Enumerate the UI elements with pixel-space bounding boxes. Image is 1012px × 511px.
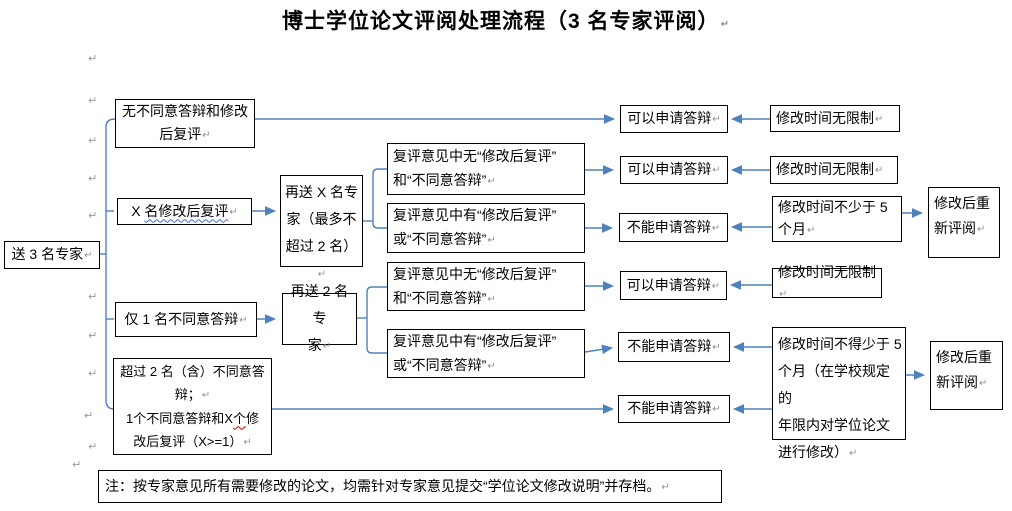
connector-main-bracket [105, 118, 615, 414]
node-time-unlimited-2: 修改时间无限制↵ [770, 156, 898, 184]
paragraph-mark: ↵ [84, 250, 93, 261]
paragraph-mark: ↵ [720, 19, 730, 30]
node-result-cannot-defend-1: 不能申请答辩↵ [619, 213, 728, 242]
paragraph-mark: ↵ [875, 165, 884, 176]
grammar-squiggle: 名修改后复评 [144, 202, 229, 219]
paragraph-mark: ↵ [88, 210, 98, 222]
node-time-min-5-months: 修改时间不少于 5 个月↵ [772, 196, 902, 242]
connector-resendx-up [372, 168, 387, 221]
node-recheck-has-keywords-b: 复评意见中有“修改后复评” 或“不同意答辩”↵ [387, 329, 585, 378]
node-rereview-after-revision-bottom: 修改后重 新评阅↵ [930, 341, 1003, 410]
node-result-cannot-defend-3: 不能申请答辩↵ [618, 395, 730, 423]
page-title: 博士学位论文评阅处理流程（3 名专家评阅）↵ [282, 10, 730, 33]
paragraph-mark: ↵ [487, 293, 496, 305]
paragraph-mark: ↵ [229, 206, 238, 218]
connector-resendx-down [372, 221, 387, 229]
node-result-may-defend-3: 可以申请答辩↵ [620, 271, 727, 300]
paragraph-mark: ↵ [88, 173, 98, 185]
paragraph-mark: ↵ [88, 53, 98, 65]
paragraph-mark: ↵ [201, 389, 211, 401]
paragraph-mark: ↵ [807, 225, 816, 236]
node-resend-2-experts: 再送 2 名专 家↵ [282, 283, 357, 353]
node-branch-no-disagree: 无不同意答辩和修改 后复评↵ [115, 99, 255, 148]
node-send-3-experts: 送 3 名专家↵ [4, 241, 100, 269]
paragraph-mark: ↵ [712, 114, 721, 125]
connector-b2-to-r5 [584, 344, 614, 355]
paragraph-mark: ↵ [239, 314, 248, 326]
paragraph-mark: ↵ [712, 342, 721, 353]
paragraph-mark: ↵ [322, 341, 332, 352]
node-branch-x-revise-recheck: X 名修改后复评↵ [117, 198, 252, 225]
node-resend-x-experts: 再送 X 名专 家（最多不 超过 2 名）↵ [280, 175, 363, 280]
paragraph-mark: ↵ [88, 368, 98, 380]
paragraph-mark: ↵ [487, 176, 496, 187]
paragraph-mark: ↵ [711, 222, 721, 234]
connector-resend2-up [366, 286, 387, 318]
node-rereview-after-revision-top: 修改后重 新评阅↵ [928, 187, 1000, 258]
spell-squiggle: 个 [232, 410, 246, 426]
node-recheck-has-keywords-a: 复评意见中有“修改后复评” 或“不同意答辩”↵ [387, 203, 585, 253]
node-branch-one-disagree: 仅 1 名不同意答辩↵ [115, 302, 257, 337]
paragraph-mark: ↵ [712, 404, 721, 415]
paragraph-mark: ↵ [711, 280, 721, 292]
paragraph-mark: ↵ [88, 330, 98, 342]
node-result-cannot-defend-2: 不能申请答辩↵ [618, 332, 730, 362]
paragraph-mark: ↵ [779, 288, 788, 300]
node-result-may-defend-1: 可以申请答辩↵ [620, 105, 728, 133]
paragraph-mark: ↵ [317, 269, 327, 280]
paragraph-mark: ↵ [661, 481, 670, 493]
connector-resend2-down [366, 318, 387, 354]
paragraph-mark: ↵ [243, 436, 252, 448]
paragraph-mark: ↵ [979, 378, 988, 389]
paragraph-mark: ↵ [88, 95, 98, 107]
paragraph-mark: ↵ [875, 113, 884, 125]
paragraph-mark: ↵ [72, 459, 82, 471]
node-time-unlimited-1: 修改时间无限制↵ [770, 105, 900, 132]
node-recheck-no-keywords-b: 复评意见中无“修改后复评” 和“不同意答辩”↵ [387, 262, 585, 311]
node-recheck-no-keywords-a: 复评意见中无“修改后复评” 和“不同意答辩”↵ [387, 143, 585, 195]
paragraph-mark: ↵ [712, 165, 721, 176]
footnote-box: 注：按专家意见所有需要修改的论文，均需针对专家意见提交“学位论文修改说明”并存档… [98, 470, 722, 503]
paragraph-mark: ↵ [88, 441, 98, 453]
paragraph-mark: ↵ [88, 291, 98, 303]
paragraph-mark: ↵ [977, 224, 986, 235]
paragraph-mark: ↵ [849, 448, 858, 459]
paragraph-mark: ↵ [88, 135, 98, 147]
node-branch-two-plus-disagree: 超过 2 名（含）不同意答 辩；↵ 1个不同意答辩和X个修 改后复评（X>=1）… [113, 358, 272, 455]
paragraph-mark: ↵ [202, 130, 211, 141]
paragraph-mark: ↵ [487, 360, 496, 372]
paragraph-mark: ↵ [487, 235, 496, 246]
node-time-unlimited-3: 修改时间无限制↵ [772, 264, 882, 300]
paragraph-mark: ↵ [84, 410, 94, 422]
node-time-min-5-months-school-limit: 修改时间不得少于 5 个月（在学校规定的 年限内对学位论文 进行修改）↵ [772, 327, 906, 460]
node-result-may-defend-2: 可以申请答辩↵ [620, 156, 728, 184]
